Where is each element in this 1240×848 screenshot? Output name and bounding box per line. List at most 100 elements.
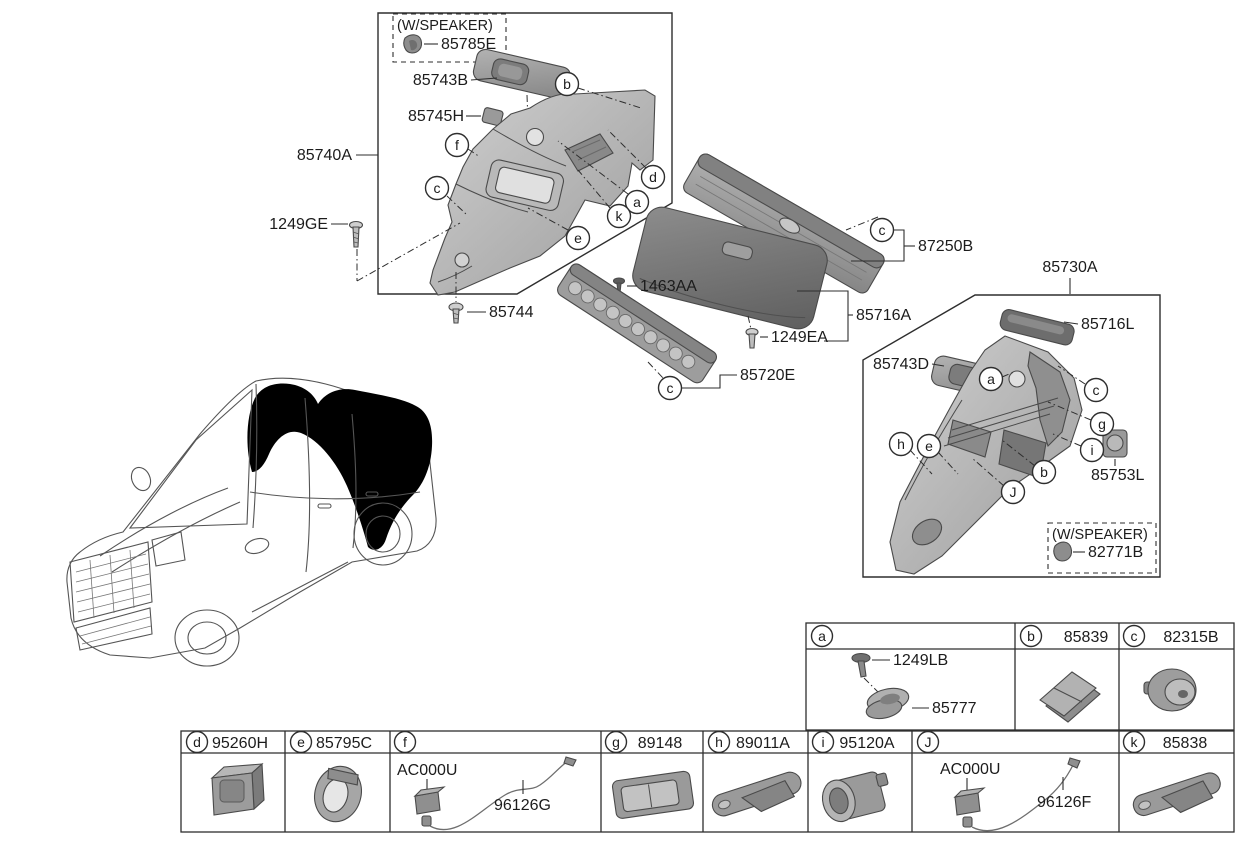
wire-96126F bbox=[971, 764, 1074, 832]
door-handle-2 bbox=[365, 491, 379, 497]
part-87250B: c 87250B bbox=[683, 153, 973, 294]
trim-hatch bbox=[564, 133, 614, 172]
label-1249GE: 1249GE bbox=[269, 216, 328, 233]
part-85716A: 85716A 1249EA bbox=[632, 206, 911, 349]
label-85744: 85744 bbox=[489, 304, 534, 321]
headlight bbox=[151, 531, 186, 567]
svg-text:i: i bbox=[1090, 442, 1093, 458]
speaker-grommet-shade bbox=[409, 40, 418, 51]
part-85745H bbox=[481, 107, 504, 127]
svg-text:g: g bbox=[1098, 416, 1106, 432]
callout-a-left: a bbox=[557, 140, 650, 215]
wire-96126G bbox=[429, 760, 569, 831]
label-85777: 85777 bbox=[932, 700, 977, 717]
part-85743B bbox=[472, 48, 572, 100]
part-quarter-trim-rh bbox=[889, 335, 1083, 575]
windshield bbox=[128, 388, 253, 529]
front-wheel-hub bbox=[187, 621, 227, 655]
vehicle-drawing bbox=[66, 377, 437, 667]
speaker-option-box-top: (W/SPEAKER) 85785E bbox=[392, 13, 507, 63]
pad-85839-icon bbox=[1039, 671, 1101, 723]
svg-text:a: a bbox=[818, 628, 826, 644]
bracket-85716A bbox=[797, 290, 849, 342]
part-screw-1249GE bbox=[348, 220, 364, 248]
table-top-frame bbox=[805, 622, 1235, 731]
screw-shaft-1249EA bbox=[748, 333, 756, 349]
label-96126F: 96126F bbox=[1037, 794, 1091, 811]
svg-text:k: k bbox=[616, 208, 624, 224]
leader-85716L bbox=[1063, 321, 1079, 325]
svg-text:h: h bbox=[715, 734, 723, 750]
hood-crease-1 bbox=[99, 487, 229, 557]
callout-c-left: c bbox=[424, 175, 467, 215]
label-85720E: 85720E bbox=[740, 367, 795, 384]
hood-crease-2 bbox=[111, 501, 241, 573]
beltline bbox=[249, 491, 421, 500]
callout-e-left: e bbox=[527, 207, 591, 251]
callout-c-85720E bbox=[657, 375, 683, 401]
part-85753L: 85753L bbox=[1091, 429, 1144, 484]
cell-a: a 1249LB 85777 bbox=[810, 624, 977, 720]
svg-text:a: a bbox=[633, 194, 641, 210]
trim-hole-rh bbox=[1008, 370, 1026, 388]
dashed-frame-right bbox=[1047, 522, 1157, 574]
dash-1249GE-diag bbox=[356, 222, 461, 282]
mirror-near bbox=[244, 537, 270, 555]
trim-hole bbox=[525, 127, 545, 147]
label-1249LB: 1249LB bbox=[893, 652, 948, 669]
cpillar-face bbox=[1027, 351, 1071, 448]
door-seam-2 bbox=[351, 413, 357, 549]
door-seam-1 bbox=[304, 397, 311, 573]
label-85716A: 85716A bbox=[856, 307, 911, 324]
speaker-option-box-right: (W/SPEAKER) 82771B bbox=[1047, 522, 1157, 574]
svg-text:e: e bbox=[925, 438, 933, 454]
dash-1249EA bbox=[747, 315, 752, 330]
label-87250B: 87250B bbox=[918, 238, 973, 255]
cell-k: k 85838 bbox=[1122, 730, 1221, 817]
svg-text:c: c bbox=[879, 222, 886, 238]
callout-k-left: k bbox=[577, 169, 632, 229]
label-1463AA: 1463AA bbox=[640, 278, 697, 295]
label-82771B: 82771B bbox=[1088, 544, 1143, 561]
highlighted-trim-area bbox=[247, 383, 433, 550]
label-85785E: 85785E bbox=[441, 36, 496, 53]
svg-text:k: k bbox=[1131, 734, 1139, 750]
callout-g-right: g bbox=[1047, 401, 1115, 437]
part-85839: 85839 bbox=[1064, 629, 1109, 646]
svg-text:c: c bbox=[1131, 628, 1138, 644]
cell-c: c 82315B bbox=[1122, 624, 1219, 712]
a-pillar-seam bbox=[252, 383, 258, 529]
label-85753L: 85753L bbox=[1091, 467, 1144, 484]
speaker-grommet-icon-right bbox=[1053, 541, 1073, 562]
callout-b-left: b bbox=[554, 71, 642, 109]
leader-85743D bbox=[931, 363, 945, 367]
part-quarter-trim-lh bbox=[429, 89, 656, 296]
svg-text:b: b bbox=[563, 76, 571, 92]
socket-95120A-icon bbox=[821, 771, 889, 823]
label-85743D: 85743D bbox=[873, 356, 929, 373]
part-82315B: 82315B bbox=[1163, 629, 1218, 646]
callout-d-left: d bbox=[607, 129, 666, 190]
cell-h: h 89011A bbox=[707, 730, 802, 817]
callout-a-right: a bbox=[978, 366, 1015, 392]
svg-text:f: f bbox=[403, 734, 407, 750]
left-assembly-box: (W/SPEAKER) 85785E 85743B 85745H bbox=[377, 12, 673, 296]
label-85745H: 85745H bbox=[408, 108, 464, 125]
assembly-frame-right bbox=[862, 294, 1161, 578]
trim-crease-1 bbox=[492, 128, 567, 167]
svg-text:h: h bbox=[897, 436, 905, 452]
svg-text:J: J bbox=[1010, 484, 1017, 500]
cell-e: e 85795C bbox=[289, 730, 372, 823]
handle-89011A-icon bbox=[711, 771, 802, 817]
callout-i-right: i bbox=[1052, 433, 1105, 463]
handle-85795C-icon bbox=[314, 765, 362, 823]
part-95260H: 95260H bbox=[212, 735, 268, 752]
svg-text:b: b bbox=[1040, 464, 1048, 480]
label-AC000U-f: AC000U bbox=[397, 762, 457, 779]
reference-table: a 1249LB 85777 b 85839 bbox=[180, 622, 1235, 833]
svg-text:a: a bbox=[987, 371, 995, 387]
grommet-82315B-icon bbox=[1143, 668, 1197, 712]
dash-87250B bbox=[845, 216, 879, 231]
dashed-frame bbox=[392, 13, 507, 63]
